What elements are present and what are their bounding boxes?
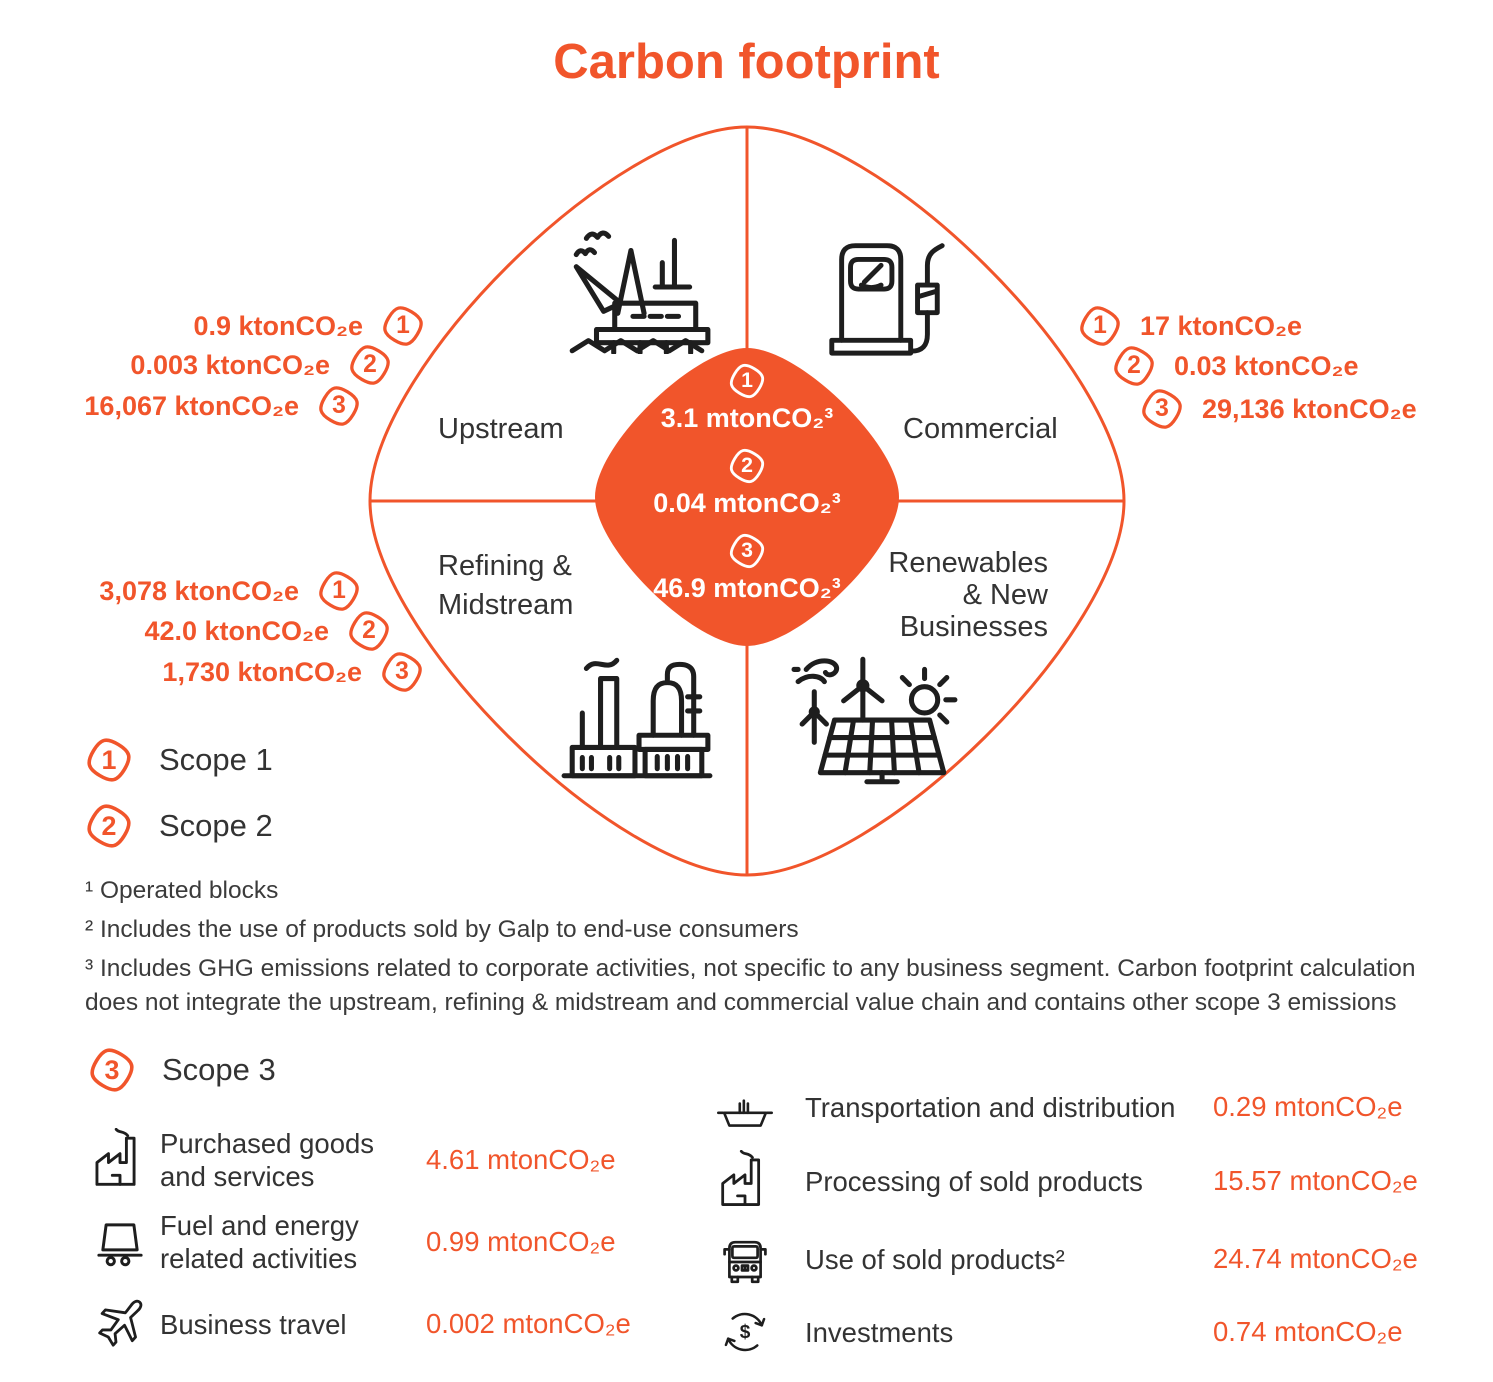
center-total-value: 0.04 mtonCO₂³ [653,488,841,518]
scope-1-badge: 1 [1075,301,1125,351]
scope3-item-value: 0.99 mtonCO₂e [426,1226,616,1257]
legend-label: Scope 2 [159,808,273,843]
scope-1-badge: 1 [314,566,364,616]
scope3-item-processing: Processing of sold products 15.57 mtonCO… [685,1148,1418,1214]
emission-value: 16,067 ktonCO₂e [84,390,299,421]
scope3-item-label: Investments [805,1316,954,1348]
emission-value: 0.03 ktonCO₂e [1174,350,1359,381]
center-total-scope3: 3 46.9 mtonCO₂³ [653,530,841,604]
emission-value: 17 ktonCO₂e [1140,310,1303,341]
scope3-item-label: Use of sold products² [805,1243,1065,1275]
refining-scope1-value-row: 3,078 ktonCO₂e 1 [99,566,364,616]
quadrant-label-commercial: Commercial [903,413,1058,445]
quadrant-label-renewables: Renewables & New Businesses [888,547,1048,643]
scope3-item-value: 0.74 mtonCO₂e [1213,1316,1403,1347]
refining-scope3-value-row: 1,730 ktonCO₂e 3 [162,647,427,697]
scope-2-badge: 2 [345,340,395,390]
center-total-scope1: 1 3.1 mtonCO₂³ [660,360,834,434]
page-title: Carbon footprint [553,35,940,89]
scope-3-badge: 3 [377,647,427,697]
scope3-item-value: 4.61 mtonCO₂e [426,1144,616,1175]
scope-3-badge: 3 [314,381,364,431]
scope3-item-business-travel: Business travel 0.002 mtonCO₂e [80,1288,631,1360]
scope-3-badge: 3 [1137,384,1187,434]
scope3-item-investments: $ Investments 0.74 mtonCO₂e [685,1302,1403,1362]
truck-trailer-icon [97,1223,143,1267]
upstream-scope3-value-row: 16,067 ktonCO₂e 3 [84,381,364,431]
emission-value: 3,078 ktonCO₂e [99,575,299,606]
legend-label: Scope 1 [159,742,273,777]
wind-solar-icon [791,656,958,785]
legend-label: Scope 3 [162,1052,276,1087]
center-total-value: 3.1 mtonCO₂³ [660,403,834,433]
emission-value: 42.0 ktonCO₂e [144,615,329,646]
commercial-scope2-value-row: 2 0.03 ktonCO₂e [1109,341,1359,391]
scope-2-badge: 2 [1109,341,1159,391]
quadrant-label-refining-midstream: Refining & Midstream [438,550,574,621]
scope3-item-value: 0.002 mtonCO₂e [426,1308,631,1339]
ship-icon [717,1099,773,1127]
footnotes: ¹ Operated blocks ² Includes the use of … [85,874,1425,1025]
emission-value: 0.9 ktonCO₂e [193,310,363,341]
oil-platform-icon [569,230,711,354]
scope-3-badge: 3 [85,1043,139,1097]
quadrant-diagram [368,125,1126,877]
center-totals: 1 3.1 mtonCO₂³ 2 0.04 mtonCO₂³ 3 46.9 mt… [597,360,897,604]
commercial-scope3-value-row: 3 29,136 ktonCO₂e [1137,384,1417,434]
commercial-scope1-value-row: 1 17 ktonCO₂e [1075,301,1303,351]
vehicle-front-icon [723,1240,767,1284]
scope3-item-label: Processing of sold products [805,1165,1143,1197]
center-total-scope2: 2 0.04 mtonCO₂³ [653,445,841,519]
factory-icon [95,1128,136,1186]
factory-icon [721,1150,761,1206]
quadrant-label-upstream: Upstream [438,413,564,445]
scope-1-badge: 1 [82,733,136,787]
scope3-item-label: Purchased goods and services [160,1128,375,1192]
footnote-2: ² Includes the use of products sold by G… [85,915,799,943]
scope3-item-label: Transportation and distribution [805,1091,1176,1123]
center-total-value: 46.9 mtonCO₂³ [653,573,841,603]
footnote-1: ¹ Operated blocks [85,877,279,904]
scope3-item-transportation: Transportation and distribution 0.29 mto… [685,1078,1403,1136]
investments-cycle-icon: $ [724,1312,766,1352]
scope3-item-fuel-energy: Fuel and energy related activities 0.99 … [80,1204,616,1280]
refinery-icon [561,657,713,779]
scope3-item-value: 0.29 mtonCO₂e [1213,1091,1403,1122]
legend-scope-3: 3 Scope 3 [85,1043,276,1097]
fuel-pump-icon [829,243,945,356]
scope-1-badge: 1 [378,301,428,351]
emission-value: 29,136 ktonCO₂e [1202,393,1417,424]
airplane-icon [98,1299,143,1347]
center-orange-blob [595,348,899,646]
scope-2-badge: 2 [82,799,136,853]
legend-scope-1: 1 Scope 1 [82,733,273,787]
dollar-sign: $ [740,1322,751,1343]
scope3-item-value: 24.74 mtonCO₂e [1213,1243,1418,1274]
upstream-scope1-value-row: 0.9 ktonCO₂e 1 [193,301,428,351]
scope-3-badge: 3 [726,530,768,572]
legend-scope-2: 2 Scope 2 [82,799,273,853]
scope3-item-purchased-goods: Purchased goods and services 4.61 mtonCO… [80,1122,616,1198]
scope3-item-value: 15.57 mtonCO₂e [1213,1165,1418,1196]
scope3-item-label: Fuel and energy related activities [160,1210,359,1274]
scope-2-badge: 2 [344,606,394,656]
scope-1-badge: 1 [726,360,768,402]
scope3-item-use-of-sold-products: Use of sold products² 24.74 mtonCO₂e [685,1226,1418,1292]
refining-scope2-value-row: 42.0 ktonCO₂e 2 [144,606,394,656]
emission-value: 1,730 ktonCO₂e [162,656,362,687]
footnote-3: ³ Includes GHG emissions related to corp… [85,954,1416,1017]
scope3-item-label: Business travel [160,1308,347,1340]
emission-value: 0.003 ktonCO₂e [130,349,330,380]
scope-2-badge: 2 [726,445,768,487]
upstream-scope2-value-row: 0.003 ktonCO₂e 2 [130,340,395,390]
